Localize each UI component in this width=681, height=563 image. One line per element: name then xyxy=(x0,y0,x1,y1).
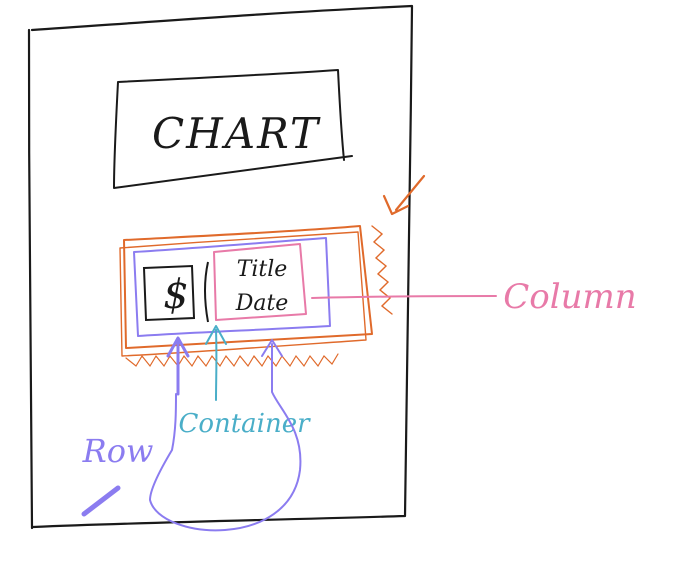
column-label: Column xyxy=(503,277,636,317)
container-arrow xyxy=(382,174,426,216)
currency-symbol: $ xyxy=(163,272,188,318)
chart-box xyxy=(113,69,353,189)
container-label-arrow xyxy=(205,325,227,401)
currency-divider xyxy=(204,261,209,323)
container-outline xyxy=(123,225,373,349)
row-label: Row xyxy=(82,432,154,470)
currency-box xyxy=(142,264,196,322)
container-scribble-bottom xyxy=(125,353,339,368)
container-label: Container xyxy=(178,409,311,439)
row-loop xyxy=(149,343,302,532)
container-scribble-right xyxy=(371,225,393,315)
column-date: Date xyxy=(235,291,289,316)
column-outline xyxy=(213,243,307,321)
column-title: Title xyxy=(237,257,288,282)
row-stroke-mark xyxy=(81,485,121,517)
column-pointer xyxy=(311,295,497,299)
device-frame xyxy=(27,4,414,530)
row-arrow-left xyxy=(166,336,190,396)
row-arrow-right xyxy=(261,339,283,357)
row-outline xyxy=(133,237,331,337)
chart-label: CHART xyxy=(152,109,321,158)
